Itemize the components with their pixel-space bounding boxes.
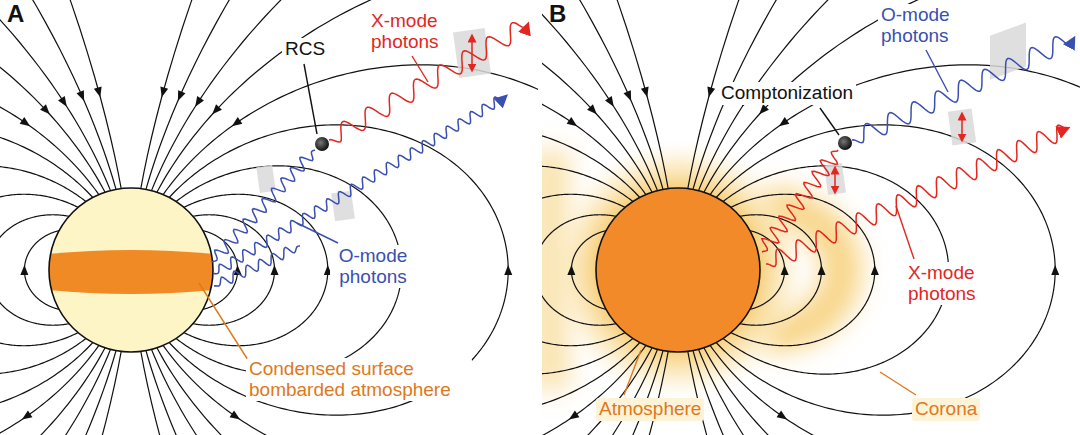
leader-lines [199, 50, 948, 395]
field-arrowhead [230, 411, 243, 423]
scattering-point [315, 137, 329, 151]
field-arrowhead [1051, 265, 1059, 275]
polarization-plane [948, 108, 976, 145]
leader-line [820, 108, 839, 135]
region-label: RCS [282, 38, 328, 61]
region-label: Atmosphere [596, 398, 704, 421]
field-arrowhead [192, 96, 204, 109]
polarization-plane [990, 23, 1026, 80]
polarization-plane [824, 163, 846, 195]
field-arrowhead [94, 87, 104, 99]
field-arrowhead [705, 87, 715, 99]
panel-letter: B [546, 0, 569, 28]
leader-line [297, 223, 338, 243]
photon-wave [852, 37, 1074, 143]
leader-line [304, 64, 317, 134]
field-line [693, 0, 1080, 435]
field-arrowhead [623, 90, 634, 102]
field-arrowhead [777, 411, 790, 423]
field-arrowhead [777, 117, 790, 129]
field-arrowhead [20, 265, 28, 275]
field-arrowhead [756, 104, 769, 117]
atmosphere-glow [548, 140, 808, 400]
field-line [146, 0, 538, 435]
field-arrowhead [209, 104, 222, 117]
field-line [169, 125, 508, 415]
field-line [710, 65, 1080, 435]
leader-line [880, 372, 916, 395]
field-arrowhead [567, 117, 580, 129]
field-arrowhead [158, 87, 168, 99]
panel-letter: A [4, 0, 27, 28]
field-arrowhead [20, 117, 33, 129]
field-arrowhead [641, 87, 651, 99]
field-line [699, 0, 1080, 435]
neutron-star [30, 188, 232, 352]
field-arrowhead [567, 411, 580, 423]
field-arrowhead [58, 96, 70, 109]
polarization-plane [453, 28, 491, 78]
region-label: Corona [912, 398, 980, 421]
field-arrowhead [270, 265, 278, 275]
field-arrowhead [504, 265, 512, 275]
field-line [152, 0, 539, 435]
field-arrowhead [781, 265, 789, 275]
star-outline [49, 188, 213, 352]
field-lines [542, 0, 1080, 435]
photon-wave [766, 125, 1068, 266]
field-arrowhead [605, 96, 617, 109]
mode-label: X-mode photons [905, 262, 991, 305]
field-line [704, 0, 1080, 435]
field-arrowhead [174, 90, 185, 102]
field-line [716, 125, 1055, 415]
process-label: Comptonization [718, 82, 856, 105]
neutron-star [596, 188, 760, 352]
field-line [141, 0, 538, 435]
field-arrowhead [20, 411, 33, 423]
scattering-point [838, 136, 852, 150]
field-line [163, 65, 538, 435]
field-arrowhead [587, 104, 600, 117]
surface-label: Condensed surface bombarded atmosphere [246, 358, 472, 401]
mode-label: O-mode photons [330, 245, 416, 288]
leader-line [624, 350, 641, 395]
polarization-arrow [834, 170, 836, 190]
field-lines [0, 0, 538, 435]
corona-glow [542, 140, 842, 400]
mode-label: O-mode photons [878, 4, 964, 47]
photon-wave [212, 150, 315, 262]
field-line [157, 0, 538, 435]
field-arrowhead [76, 90, 87, 102]
mode-label: X-mode photons [368, 10, 452, 53]
polarization-arrow [961, 116, 963, 138]
field-arrowhead [871, 265, 879, 275]
star-surface [596, 188, 760, 352]
leader-line [926, 50, 948, 92]
leader-line [199, 283, 248, 360]
field-arrowhead [567, 265, 575, 275]
leader-line [896, 206, 914, 259]
field-arrowhead [817, 265, 825, 275]
photon-wave [214, 246, 300, 286]
field-line [688, 0, 1080, 435]
field-arrowhead [40, 104, 53, 117]
leader-line [412, 56, 428, 82]
field-arrowhead [230, 117, 243, 129]
